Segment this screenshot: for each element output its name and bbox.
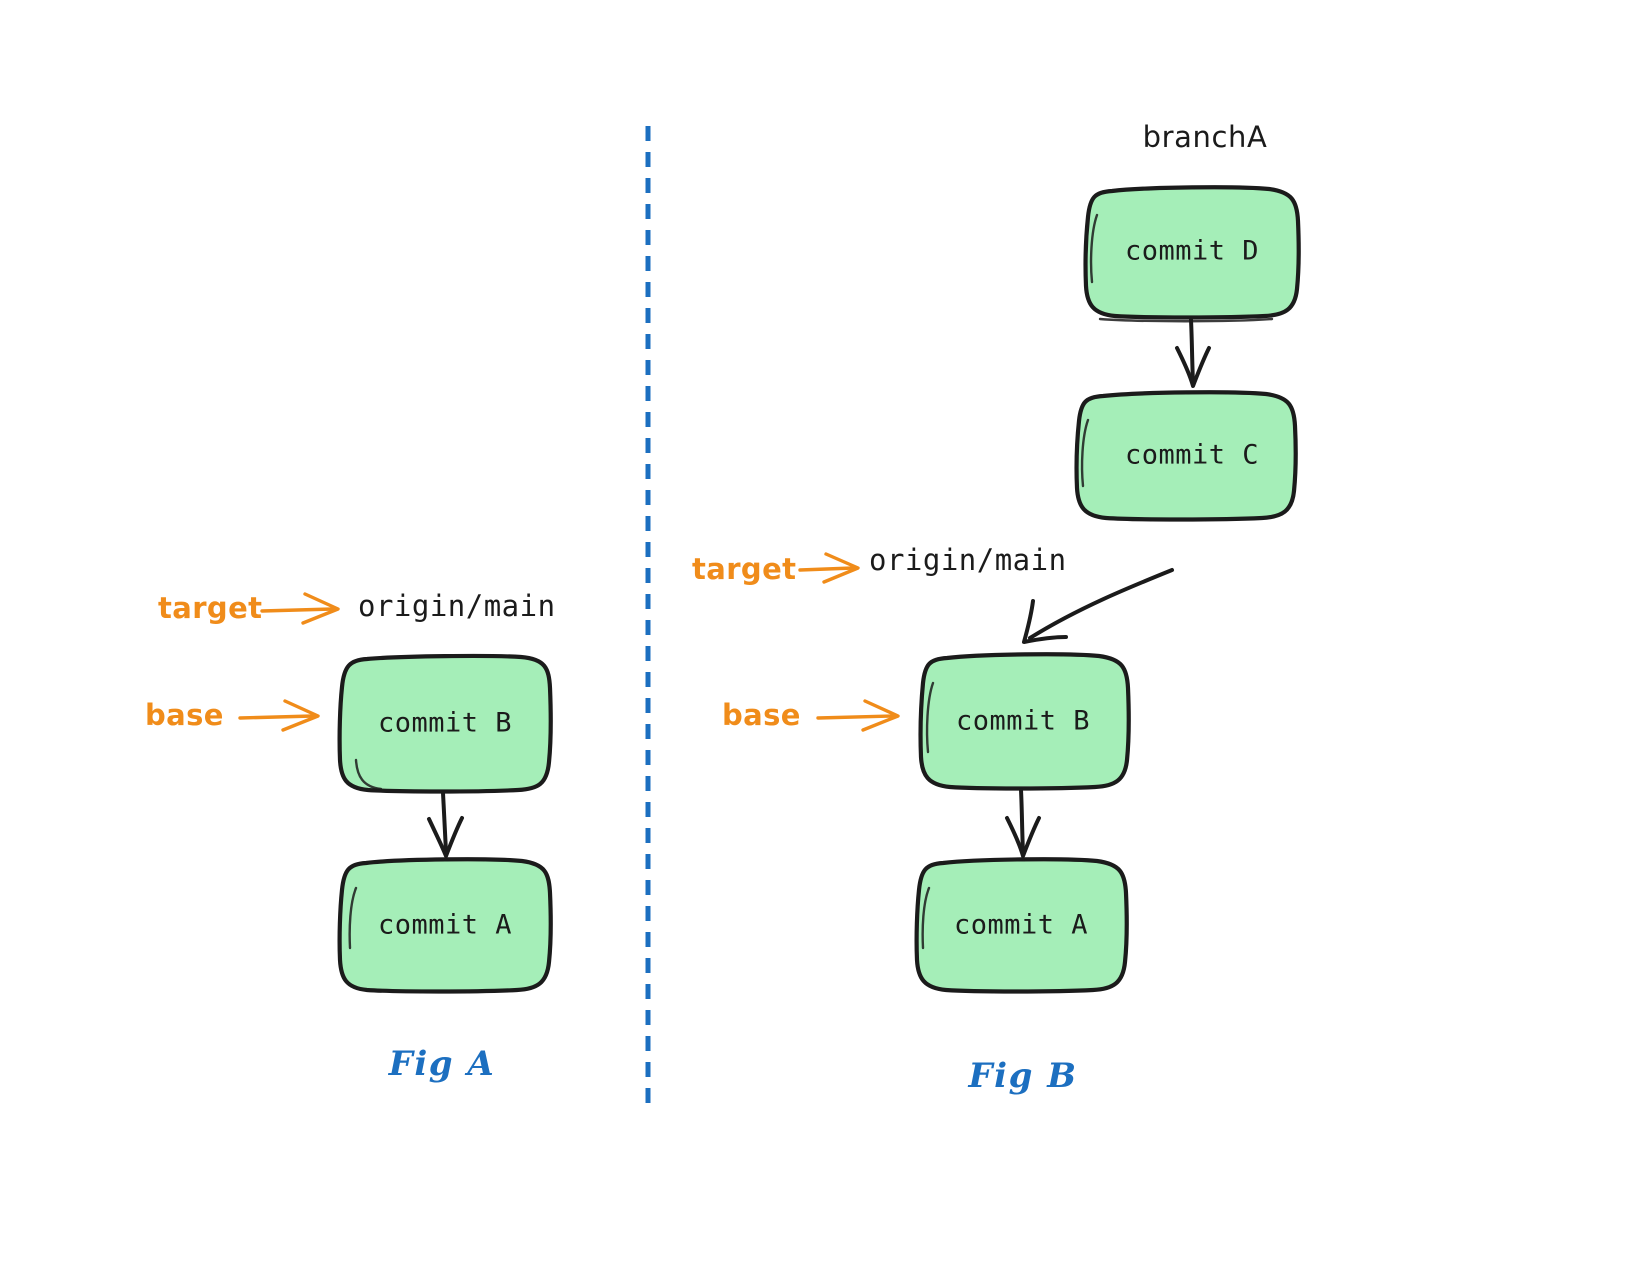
annotation-base-label-a: base [145, 698, 224, 732]
commit-node-a-fig-b[interactable]: commit A [914, 857, 1129, 994]
edge-commit-b-to-commit-a-fig-a [427, 791, 464, 858]
branch-label-branch-a: branchA [1143, 120, 1268, 154]
commit-node-d-label: commit D [1125, 236, 1259, 267]
commit-node-c-fig-b[interactable]: commit C [1074, 390, 1298, 522]
annotation-base-a: base [145, 698, 320, 732]
commit-node-a-label-b: commit A [954, 910, 1088, 941]
annotation-target-arrow-b [798, 552, 860, 584]
commit-node-b-label-a: commit B [378, 708, 512, 739]
commit-node-b-label-b: commit B [956, 706, 1090, 737]
edge-commit-b-to-commit-a-fig-b [1005, 788, 1041, 858]
edge-commit-d-to-commit-c [1175, 318, 1211, 388]
commit-node-b-fig-b[interactable]: commit B [918, 652, 1131, 791]
annotation-base-arrow-a [238, 699, 320, 732]
annotation-target-b: target [692, 552, 860, 586]
commit-node-d-fig-b[interactable]: commit D [1083, 185, 1301, 323]
panel-fig-b: branchA commit D commit C [692, 120, 1301, 1096]
annotation-base-label-b: base [722, 698, 801, 732]
annotation-target-label-a: target [158, 591, 262, 625]
annotation-base-b: base [722, 698, 900, 732]
edge-commit-c-to-commit-b-curved [1022, 568, 1174, 644]
commit-node-c-label: commit C [1125, 440, 1259, 471]
commit-node-b-fig-a[interactable]: commit B [337, 653, 553, 794]
annotation-target-arrow-a [260, 592, 340, 625]
panel-fig-a: target origin/main base [145, 589, 556, 1084]
figure-caption-a: Fig A [388, 1044, 496, 1084]
annotation-base-arrow-b [816, 699, 900, 732]
ref-label-origin-main-a: origin/main [358, 589, 556, 623]
commit-node-a-fig-a[interactable]: commit A [337, 857, 553, 994]
ref-label-origin-main-b: origin/main [869, 543, 1067, 577]
annotation-target-label-b: target [692, 552, 796, 586]
commit-node-a-label-a: commit A [378, 910, 512, 941]
figure-caption-b: Fig B [968, 1056, 1078, 1096]
annotation-target-a: target [158, 591, 340, 625]
